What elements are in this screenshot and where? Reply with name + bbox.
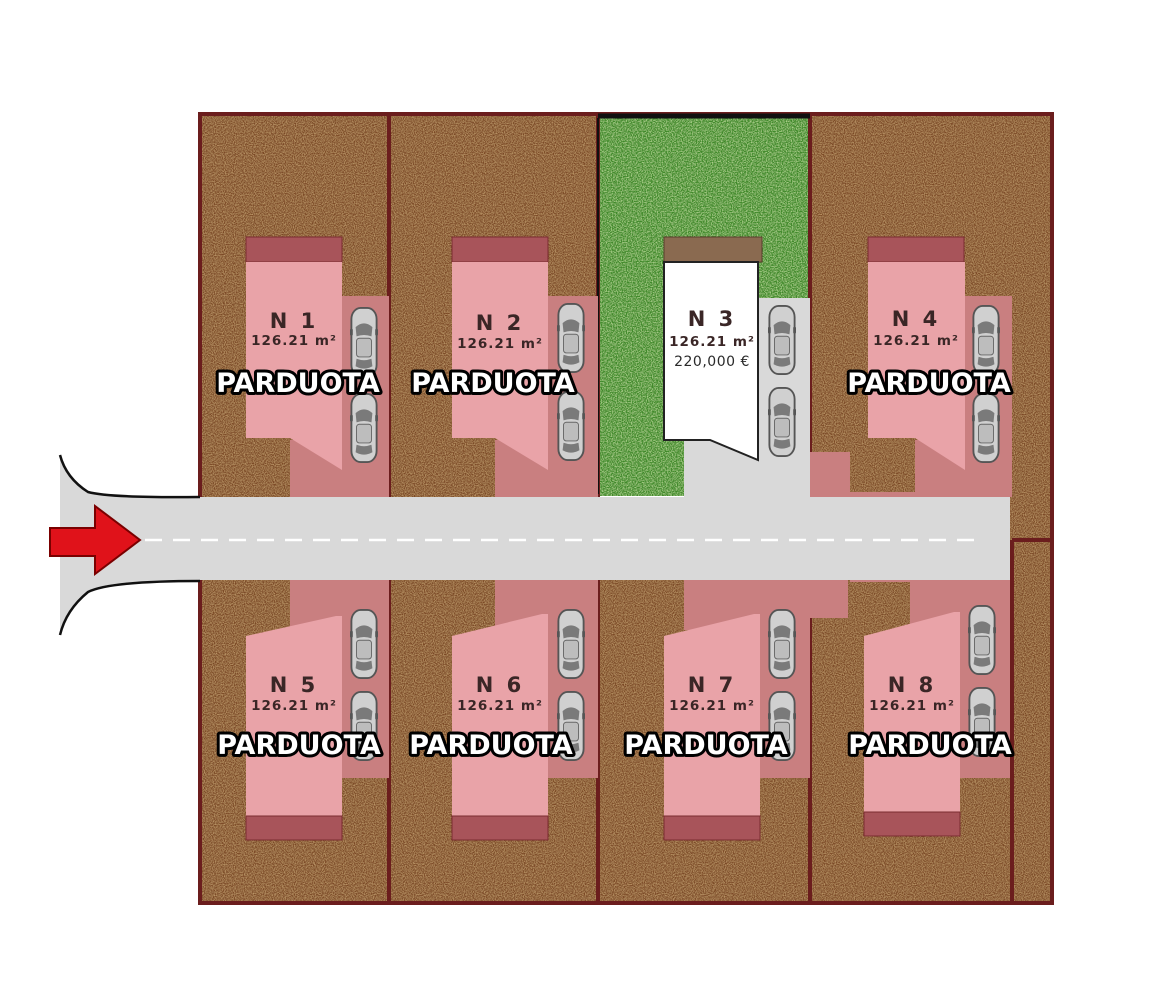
lot-8-sold-label: PARDUOTA [848,730,1012,761]
lot-1-area: 126.21 m² [251,333,337,349]
lot-7[interactable] [663,580,848,841]
lot-6[interactable] [451,580,598,841]
lot-4-sold-label: PARDUOTA [847,368,1011,399]
lot-4-name: N 4 [892,307,941,331]
lot-8-name: N 8 [888,673,937,697]
lot-2-area: 126.21 m² [457,336,543,352]
lot-7-sold-label: PARDUOTA [624,730,788,761]
lot-8-area: 126.21 m² [869,698,955,714]
lot-3-price: 220,000 € [674,354,750,370]
lot-4[interactable] [810,236,1012,497]
lot-5-area: 126.21 m² [251,698,337,714]
lot-2[interactable] [451,236,598,497]
lot-3-area: 126.21 m² [669,334,755,350]
lot-1-sold-label: PARDUOTA [216,368,380,399]
lot-7-name: N 7 [688,673,737,697]
lot-3-name: N 3 [688,307,737,331]
lot-1[interactable] [245,236,389,497]
lot-1-name: N 1 [270,309,319,333]
lot-2-sold-label: PARDUOTA [411,368,575,399]
lot-7-area: 126.21 m² [669,698,755,714]
lot-3[interactable] [663,236,810,500]
lot-5-sold-label: PARDUOTA [217,730,381,761]
lot-4-area: 126.21 m² [873,333,959,349]
lot-8[interactable] [850,580,1010,837]
lot-5-name: N 5 [270,673,319,697]
lot-5[interactable] [245,580,389,841]
lot-6-area: 126.21 m² [457,698,543,714]
lot-2-name: N 2 [476,311,525,335]
lot-6-name: N 6 [476,673,525,697]
entrance-arrow-icon [49,503,142,577]
lot-6-sold-label: PARDUOTA [409,730,573,761]
lot-labels: N 1 126.21 m² PARDUOTA N 2 126.21 m² PAR… [213,307,1015,764]
